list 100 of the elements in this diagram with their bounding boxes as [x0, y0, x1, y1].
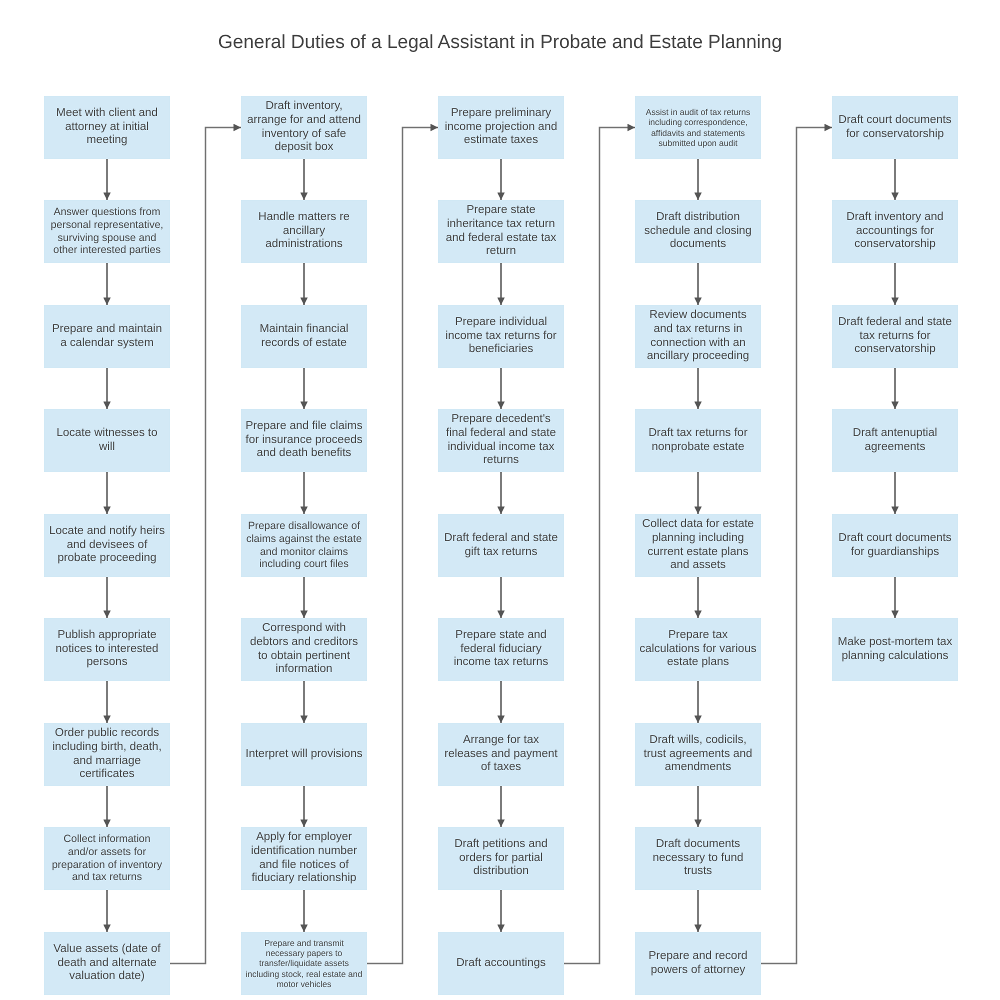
process-box [44, 827, 170, 890]
process-box [44, 305, 170, 368]
step-text: Interpret will provisions [246, 748, 362, 762]
process-box [635, 305, 761, 368]
arrow [170, 124, 241, 964]
step-text: Draft antenuptial agreements [852, 426, 938, 454]
step-text: Draft court documents for guardianships [837, 532, 953, 560]
arrow [103, 577, 111, 618]
arrow [497, 577, 505, 618]
step-text: Prepare and maintain a calendar system [51, 322, 163, 350]
arrow [103, 890, 111, 932]
arrow [497, 681, 505, 723]
process-box [241, 723, 367, 786]
arrow [497, 890, 505, 932]
arrow [891, 159, 899, 200]
arrow [891, 577, 899, 618]
process-box [44, 723, 170, 786]
process-box [44, 618, 170, 681]
arrow [300, 786, 308, 827]
arrow [300, 681, 308, 723]
step-text: Draft court documents for conservatorship [837, 114, 953, 142]
arrow [694, 472, 702, 514]
step-text: Draft inventory and accountings for conservatorship [845, 210, 945, 252]
step-text: Prepare individual income tax returns for beneficiaries [444, 316, 558, 358]
process-box [44, 514, 170, 577]
arrow [497, 263, 505, 305]
process-box [241, 305, 367, 368]
process-box [438, 932, 564, 995]
arrow [103, 368, 111, 409]
process-box [635, 723, 761, 786]
arrow [497, 159, 505, 200]
process-box [44, 96, 170, 159]
step-text: Draft documents necessary to fund trusts [652, 838, 744, 880]
process-box [832, 409, 958, 472]
step-text: Prepare disallowance of claims against the estate and monitor claims including court files [245, 520, 363, 571]
arrow [694, 890, 702, 932]
arrow [694, 159, 702, 200]
process-box [832, 305, 958, 368]
arrow [103, 786, 111, 827]
step-text: Assist in audit of tax returns including correspondence, affidavits and statements submitted upon audit [644, 107, 752, 148]
process-box [832, 618, 958, 681]
step-text: Prepare decedent's final federal and state individual income tax returns [445, 412, 557, 468]
step-text: Locate witnesses to will [55, 426, 158, 454]
process-box [635, 200, 761, 263]
step-text: Prepare and file claims for insurance proceeds and death benefits [245, 420, 363, 462]
step-text: Prepare and transmit necessary papers to transfer/liquidate assets including stock, real estate and motor vehicles [245, 938, 363, 989]
arrow [694, 263, 702, 305]
process-box [438, 618, 564, 681]
process-box [44, 932, 170, 995]
step-text: Prepare tax calculations for various estate plans [639, 628, 757, 670]
step-text: Arrange for tax releases and payment of taxes [443, 734, 559, 776]
step-text: Order public records including birth, death, and marriage certificates [51, 726, 163, 782]
step-text: Apply for employer identification number and file notices of fiduciary relationship [250, 830, 358, 886]
process-box [438, 200, 564, 263]
arrow [367, 124, 438, 964]
step-text: Prepare and record powers of attorney [647, 950, 749, 978]
process-box [241, 514, 367, 577]
process-box [635, 409, 761, 472]
arrow [694, 577, 702, 618]
arrow [300, 159, 308, 200]
arrow [694, 786, 702, 827]
step-text: Prepare preliminary income projection and estimate taxes [444, 106, 558, 148]
step-text: Meet with client and attorney at initial meeting [55, 106, 159, 148]
process-box [438, 514, 564, 577]
step-text: Value assets (date of death and alternate valuation date) [52, 942, 162, 984]
step-text: Collect information and/or assets for preparation of inventory and tax returns [50, 833, 164, 884]
arrow [103, 159, 111, 200]
arrow [300, 472, 308, 514]
step-text: Make post-mortem tax planning calculations [836, 636, 954, 664]
process-box [241, 932, 367, 995]
process-box [832, 96, 958, 159]
process-box [438, 409, 564, 472]
arrow [497, 472, 505, 514]
diagram-title: General Duties of a Legal Assistant in Probate and Estate Planning [216, 32, 784, 54]
arrow [103, 263, 111, 305]
arrow [300, 263, 308, 305]
arrow [891, 368, 899, 409]
process-box [241, 200, 367, 263]
process-box [44, 409, 170, 472]
process-box [241, 409, 367, 472]
process-box [44, 200, 170, 263]
step-text: Handle matters re ancillary administrations [257, 210, 351, 252]
process-box [635, 96, 761, 159]
step-text: Draft federal and state tax returns for conservatorship [837, 316, 953, 358]
process-box [832, 200, 958, 263]
process-box [635, 618, 761, 681]
step-text: Draft wills, codicils, trust agreements and amendments [642, 734, 754, 776]
step-text: Locate and notify heirs and devisees of probate proceeding [48, 524, 166, 566]
arrow [497, 786, 505, 827]
step-text: Publish appropriate notices to interested persons [54, 628, 160, 670]
arrow [761, 124, 832, 964]
arrow [694, 368, 702, 409]
step-text: Collect data for estate planning including current estate plans and assets [641, 518, 755, 574]
step-text: Draft distribution schedule and closing documents [643, 210, 753, 252]
arrow [564, 124, 635, 964]
arrow [103, 472, 111, 514]
process-box [635, 827, 761, 890]
step-text: Correspond with debtors and creditors to obtain pertinent information [248, 622, 360, 678]
step-text: Maintain financial records of estate [258, 322, 350, 350]
process-box [241, 827, 367, 890]
